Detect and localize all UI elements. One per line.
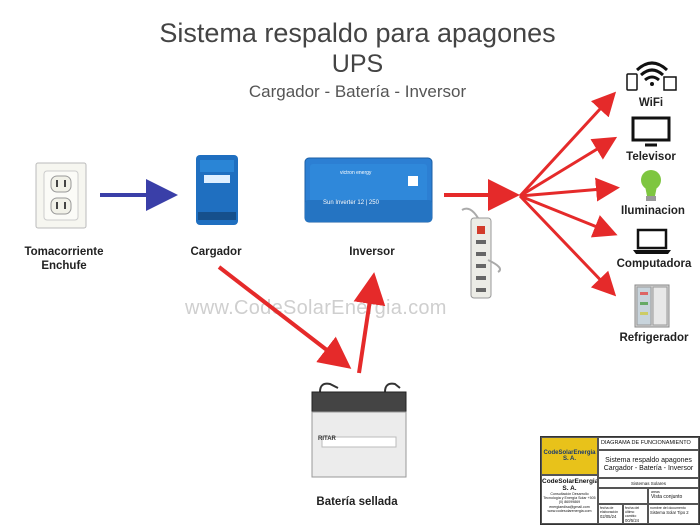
arrow-to-computer [519, 194, 618, 238]
output-label-computer: Computadora [616, 258, 692, 270]
inverter-device [304, 157, 433, 223]
arrow-battery-to-inverter [353, 272, 386, 374]
diagram-title: Sistema respaldo para apagones [159, 18, 556, 48]
document-name: nombre del documento Sistema Solar Tipo … [648, 504, 699, 524]
lightbulb-icon [641, 170, 661, 201]
output-label-tv: Televisor [626, 151, 676, 163]
inverter-model: Sun Inverter 12 | 250 [323, 200, 380, 206]
outlet-label: Tomacorriente Enchufe [24, 246, 104, 272]
charger-label: Cargador [190, 246, 242, 258]
battery-device [311, 382, 407, 478]
battery-label: Batería sellada [316, 496, 398, 508]
drawing-view: areas Vista conjunto [648, 488, 699, 504]
output-label-fridge: Refrigerador [619, 332, 689, 344]
output-label-wifi: WiFi [638, 97, 664, 109]
battery-brand: RITAR [318, 436, 337, 442]
company-logo: CodeSolarEnergia S. A. [541, 437, 598, 475]
wifi-icon [626, 61, 677, 91]
arrow-to-tv [519, 136, 618, 198]
inverter-brand: victron energy [340, 170, 372, 176]
drawing-title: DIAGRAMA DE FUNCIONAMIENTO [598, 437, 699, 450]
arrow-to-fridge [518, 194, 617, 297]
company-sa: S. A. [562, 485, 577, 492]
inverter-label: Inversor [349, 246, 395, 258]
arrow-to-light [519, 177, 620, 202]
modified-date: fecha del último cambio 00/5/24 [623, 504, 648, 524]
television-icon [631, 116, 671, 147]
created-date: fecha de elaboración 02/05/24 [598, 504, 623, 524]
diagram-components: Cargador - Batería - Inversor [248, 82, 467, 101]
computer-icon [633, 228, 671, 254]
diagram-subtitle: UPS [331, 50, 384, 78]
empty-cell [598, 488, 648, 504]
company-info: CodeSolarEnergia S. A. Consultación Desa… [541, 475, 598, 524]
power-strip [461, 207, 501, 299]
output-label-light: Iluminacion [621, 205, 685, 217]
company-contact: Consultación Desarrollo Tecnología y Ene… [543, 492, 596, 513]
charger-device [196, 155, 238, 225]
title-block: CodeSolarEnergia S. A. CodeSolarEnergia … [540, 436, 700, 525]
company-name: CodeSolarEnergia [542, 478, 598, 485]
drawing-description: Sistema respaldo apagones Cargador - Bat… [598, 450, 699, 478]
refrigerator-icon [634, 284, 670, 328]
wall-outlet [35, 162, 87, 229]
arrow-to-wifi [518, 91, 617, 198]
drawing-system: Sistemas Solares [598, 478, 699, 488]
arrow-charger-to-battery [217, 265, 352, 369]
